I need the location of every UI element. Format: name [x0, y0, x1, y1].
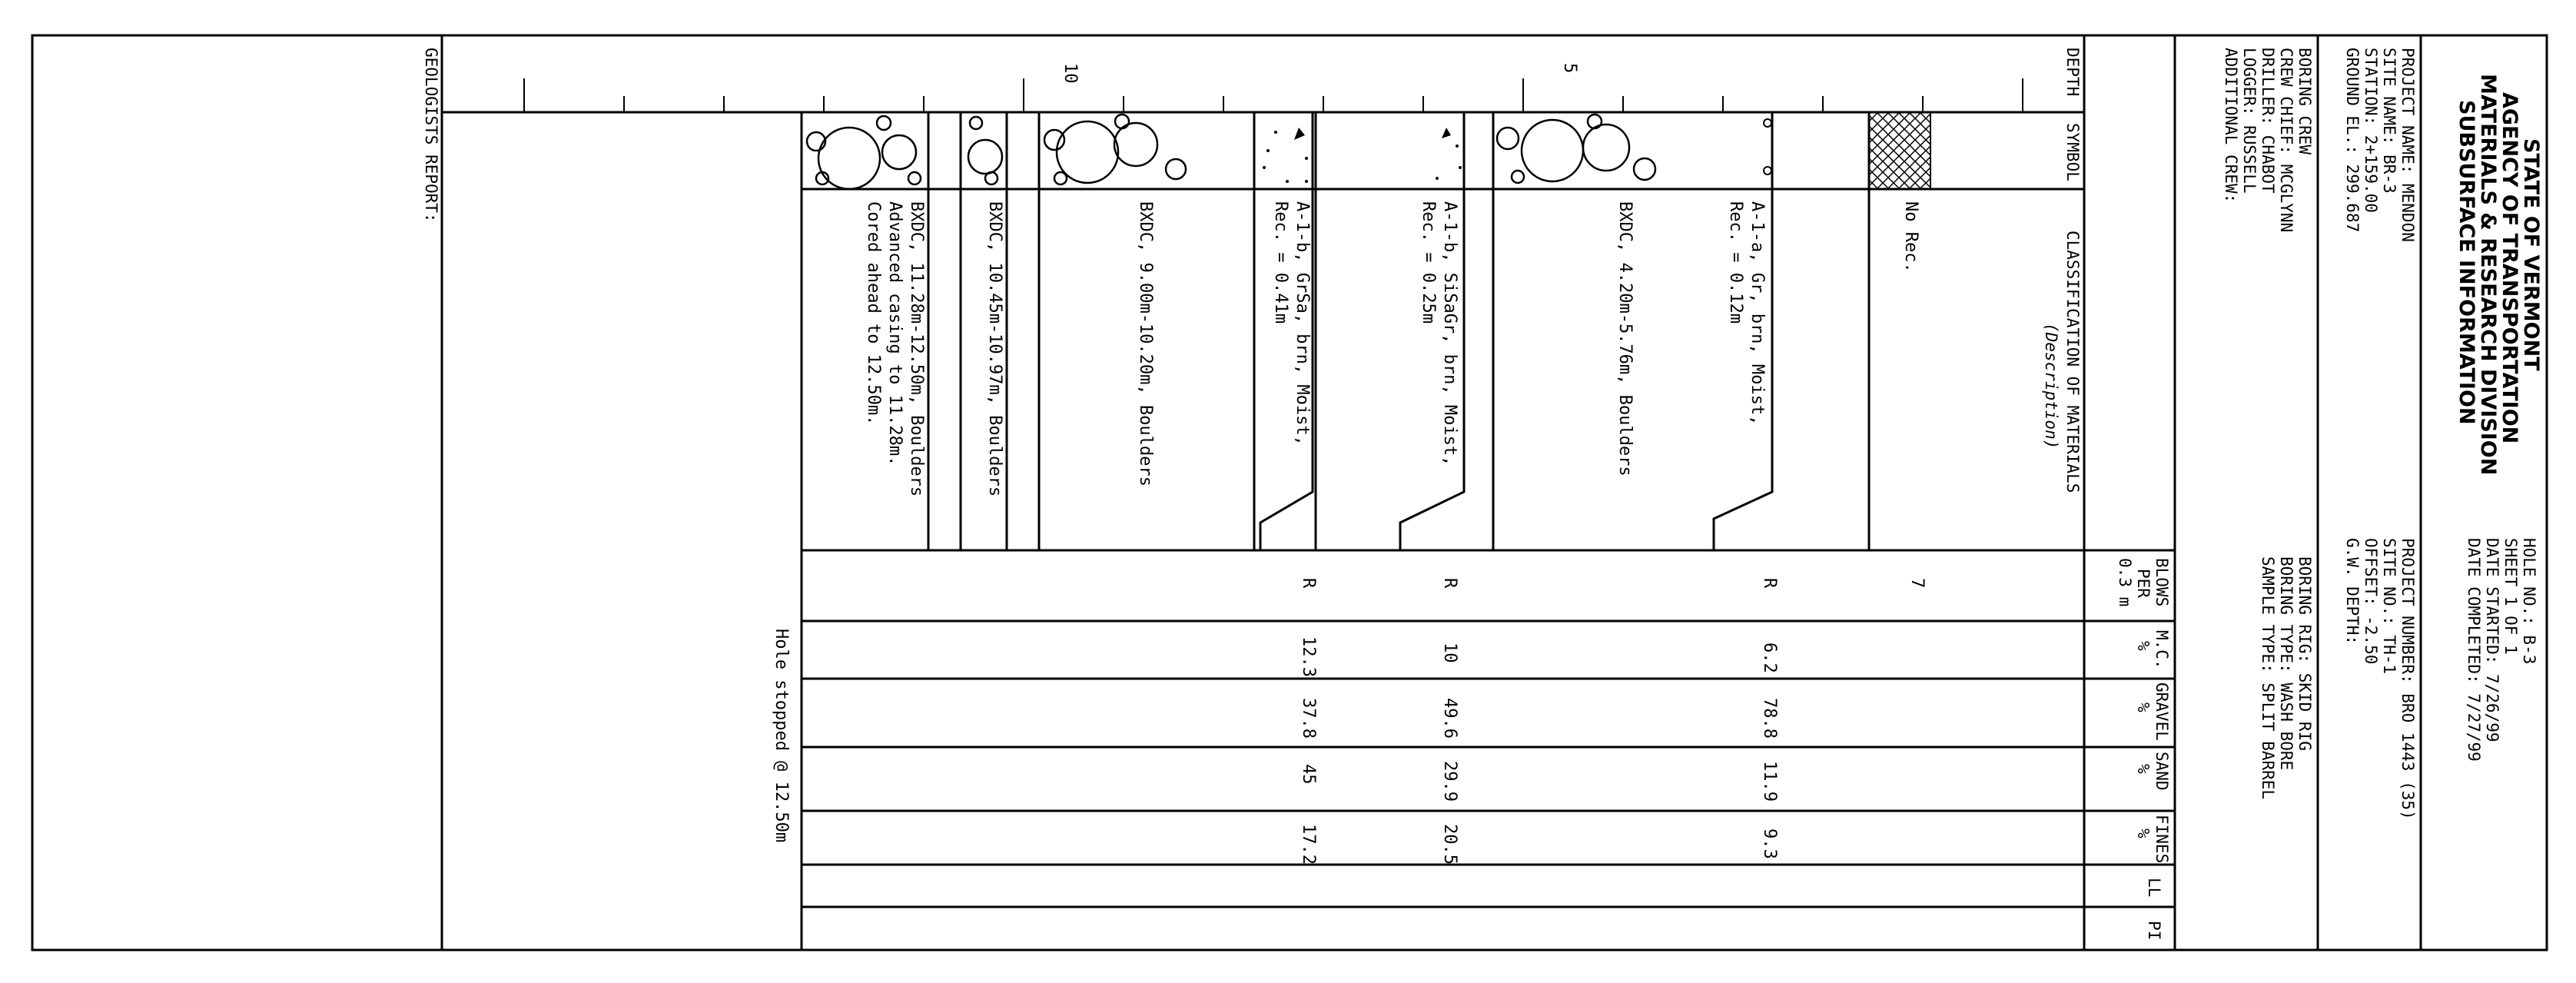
- col-blows-3: 0.3 m: [2116, 558, 2134, 606]
- layer-7-line-0: BXDC, 11.28m-12.50m, Boulders: [907, 201, 926, 496]
- sheet-no: SHEET 1 OF 1: [2501, 538, 2520, 655]
- log-frame: [31, 34, 2548, 951]
- layer-5-line-0: BXDC, 9.00m-10.20m, Boulders: [1136, 201, 1155, 487]
- col-pi: PI: [2145, 921, 2163, 940]
- col-gravel-2: %: [2134, 702, 2153, 712]
- col-symbol: SYMBOL: [2063, 123, 2082, 181]
- symbol-boulders-1: [1495, 113, 1657, 184]
- layer-0-line-0: No Rec.: [1901, 201, 1920, 273]
- project-name: PROJECT NAME: MENDON: [2398, 48, 2417, 242]
- site-no: SITE NO.: TH-1: [2380, 538, 2398, 674]
- boring-type: BORING TYPE: WASH BORE: [2277, 556, 2295, 770]
- driller: DRILLER: CHABOT: [2259, 48, 2277, 194]
- col-description: (Description): [2042, 323, 2060, 449]
- col-depth: DEPTH: [2063, 48, 2082, 96]
- layer-7-line-2: Cored ahead to 12.50m.: [864, 201, 883, 425]
- title-line-3: MATERIALS & RESEARCH DIVISION: [2476, 74, 2500, 475]
- symbol-gravel-1: [1763, 118, 1772, 175]
- depth-ruler: [523, 78, 2023, 112]
- layer-1-sand: 11.9: [1760, 761, 1779, 802]
- additional-crew: ADDITIONAL CREW:: [2222, 48, 2240, 203]
- layer-3-fines: 20.5: [1440, 824, 1459, 865]
- layer-1-mc: 6.2: [1760, 643, 1779, 673]
- col-fines-1: FINES: [2153, 815, 2171, 863]
- layer-3-line-1: Rec. = 0.25m: [1419, 201, 1438, 324]
- geologists-report: GEOLOGISTS REPORT:: [422, 48, 440, 223]
- layer-7-line-1: Advanced casing to 11.28m.: [885, 201, 905, 466]
- date-completed: DATE COMPLETED: 7/27/99: [2465, 538, 2483, 762]
- layer-6-line-0: BXDC, 10.45m-10.97m, Boulders: [985, 201, 1004, 496]
- boring-crew: BORING CREW: [2295, 48, 2314, 154]
- col-blows-1: BLOWS: [2153, 558, 2171, 606]
- col-blows-2: PER: [2134, 569, 2153, 598]
- col-mc-1: M.C.: [2153, 630, 2171, 669]
- layer-3-gravel: 49.6: [1440, 698, 1459, 739]
- layer-0-blows: 7: [1907, 578, 1927, 588]
- hole-stopped: Hole stopped @ 12.50m: [772, 629, 791, 842]
- project-number: PROJECT NUMBER: BRO 1443 (35): [2398, 538, 2417, 820]
- hole-no: HOLE NO.: B-3: [2520, 538, 2538, 664]
- logger: LOGGER: RUSSELL: [2240, 48, 2259, 194]
- layer-1-line-0: A-1-a, Gr, brn, Moist,: [1748, 201, 1767, 425]
- sample-type: SAMPLE TYPE: SPLIT BARREL: [2259, 556, 2277, 799]
- layer-3-blows: R: [1440, 578, 1459, 589]
- layer-4-line-1: Rec. = 0.41m: [1271, 201, 1290, 324]
- layer-1-gravel: 78.8: [1760, 698, 1779, 739]
- col-sand-1: SAND: [2153, 752, 2171, 791]
- depth-tick-10: 10: [1061, 63, 1080, 84]
- layer-4-sand: 45: [1299, 764, 1318, 785]
- date-started: DATE STARTED: 7/26/99: [2483, 538, 2501, 742]
- ground-el: GROUND EL.: 299.687: [2343, 48, 2362, 232]
- layer-1-fines: 9.3: [1760, 829, 1779, 859]
- crew-chief: CREW CHIEF: MCGLYNN: [2277, 48, 2295, 232]
- site-name: SITE NAME: BR-3: [2380, 48, 2398, 194]
- title-line-2: AGENCY OF TRANSPORTATION: [2498, 92, 2521, 443]
- symbol-sand-gravel-2: [1263, 128, 1308, 183]
- layer-3-line-0: A-1-b, SiSaGr, brn, Moist,: [1440, 201, 1459, 466]
- col-sand-2: %: [2134, 764, 2153, 774]
- col-classification: CLASSIFICATION OF MATERIALS: [2063, 231, 2082, 493]
- symbol-no-rec: [1868, 111, 1931, 190]
- layer-3-sand: 29.9: [1440, 761, 1459, 802]
- layer-boundaries: [800, 112, 1871, 550]
- gw-depth: G.W. DEPTH:: [2343, 538, 2362, 645]
- layer-4-gravel: 37.8: [1299, 698, 1318, 739]
- symbol-sand-gravel-1: [1436, 128, 1462, 180]
- offset: OFFSET: -2.50: [2362, 538, 2380, 664]
- layer-3-mc: 10: [1440, 643, 1459, 663]
- boring-rig: BORING RIG: SKID RIG: [2295, 556, 2314, 751]
- layer-1-line-1: Rec. = 0.12m: [1726, 201, 1745, 324]
- symbol-boulders-3: [967, 115, 1004, 186]
- depth-tick-5: 5: [1560, 63, 1579, 73]
- layer-1-blows: R: [1760, 578, 1779, 589]
- col-fines-2: %: [2134, 829, 2153, 839]
- layer-2-line-0: BXDC, 4.20m-5.76m, Boulders: [1615, 201, 1635, 477]
- title-line-1: STATE OF VERMONT: [2519, 138, 2543, 371]
- symbol-boulders-4: [805, 115, 922, 191]
- title-line-4: SUBSURFACE INFORMATION: [2455, 100, 2478, 425]
- symbol-boulders-2: [1043, 113, 1187, 186]
- layer-4-line-0: A-1-b, GrSa, brn, Moist,: [1293, 201, 1312, 446]
- col-gravel-1: GRAVEL: [2153, 682, 2171, 741]
- col-mc-2: %: [2134, 641, 2153, 651]
- layer-4-blows: R: [1299, 578, 1318, 589]
- col-ll: LL: [2145, 878, 2163, 897]
- station: STATION: 2+159.00: [2362, 48, 2380, 213]
- layer-4-mc: 12.3: [1299, 636, 1318, 677]
- layer-4-fines: 17.2: [1299, 824, 1318, 865]
